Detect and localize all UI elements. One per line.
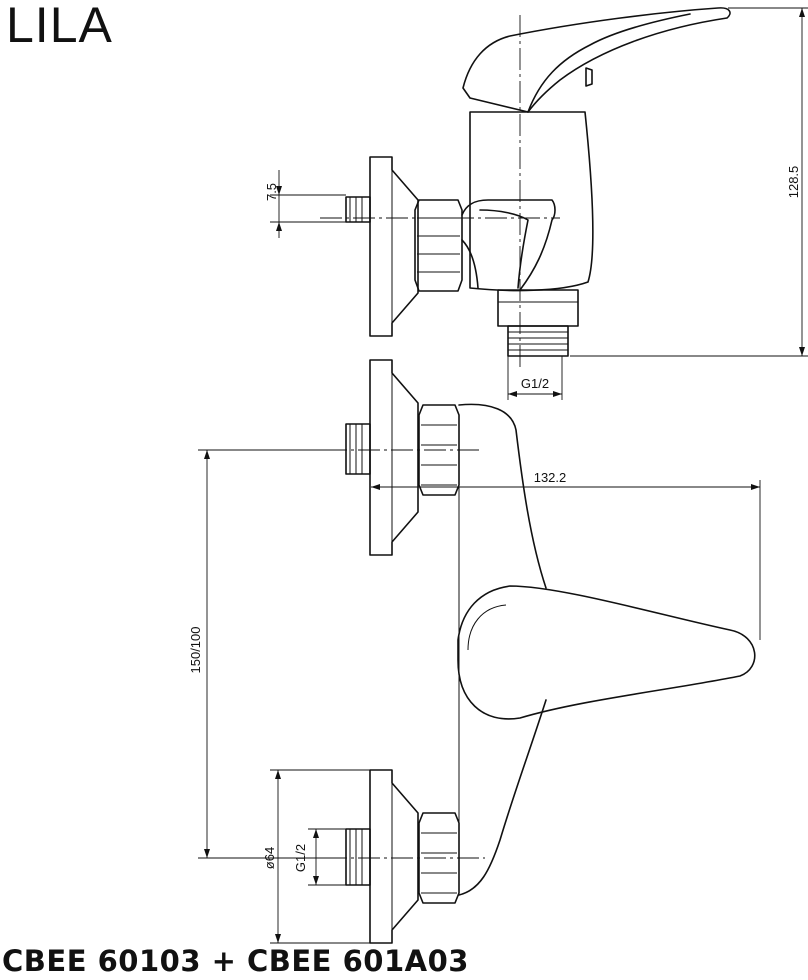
dim-spacing: 150/100 [188,449,330,859]
front-view [325,359,756,944]
front-rosette-lower [369,769,419,944]
product-codes: CBEE 60103 + CBEE 601A03 [2,944,469,978]
dim-inlet-thread: G1/2 [293,828,346,886]
dim-spacing-label: 150/100 [188,627,203,674]
front-rosette-upper [369,359,419,556]
front-lever [457,585,756,720]
dim-rosette-diameter-label: ø64 [262,847,277,869]
side-body [469,111,594,292]
side-view [320,7,731,370]
front-hex-nut-lower [418,812,460,904]
side-lever [462,7,731,113]
product-title: LILA [6,0,113,53]
dim-total-height: 128.5 [570,7,808,357]
side-rosette [369,156,419,337]
side-hex-nut [414,199,463,292]
side-outlet [497,289,579,327]
dim-inlet-thread-label: G1/2 [293,844,308,872]
dim-total-height-label: 128.5 [786,166,801,199]
dim-outlet-thread-label: G1/2 [521,376,549,391]
dim-projection-label: 132.2 [534,470,567,485]
dim-projection: 132.2 [371,470,761,640]
dim-connector-offset-label: 7.5 [264,183,279,201]
front-body [458,403,547,896]
dim-rosette-diameter: ø64 [262,769,370,944]
dim-connector-offset: 7.5 [264,170,346,238]
front-hex-nut-upper [418,404,460,496]
dim-outlet-thread: G1/2 [507,356,563,400]
